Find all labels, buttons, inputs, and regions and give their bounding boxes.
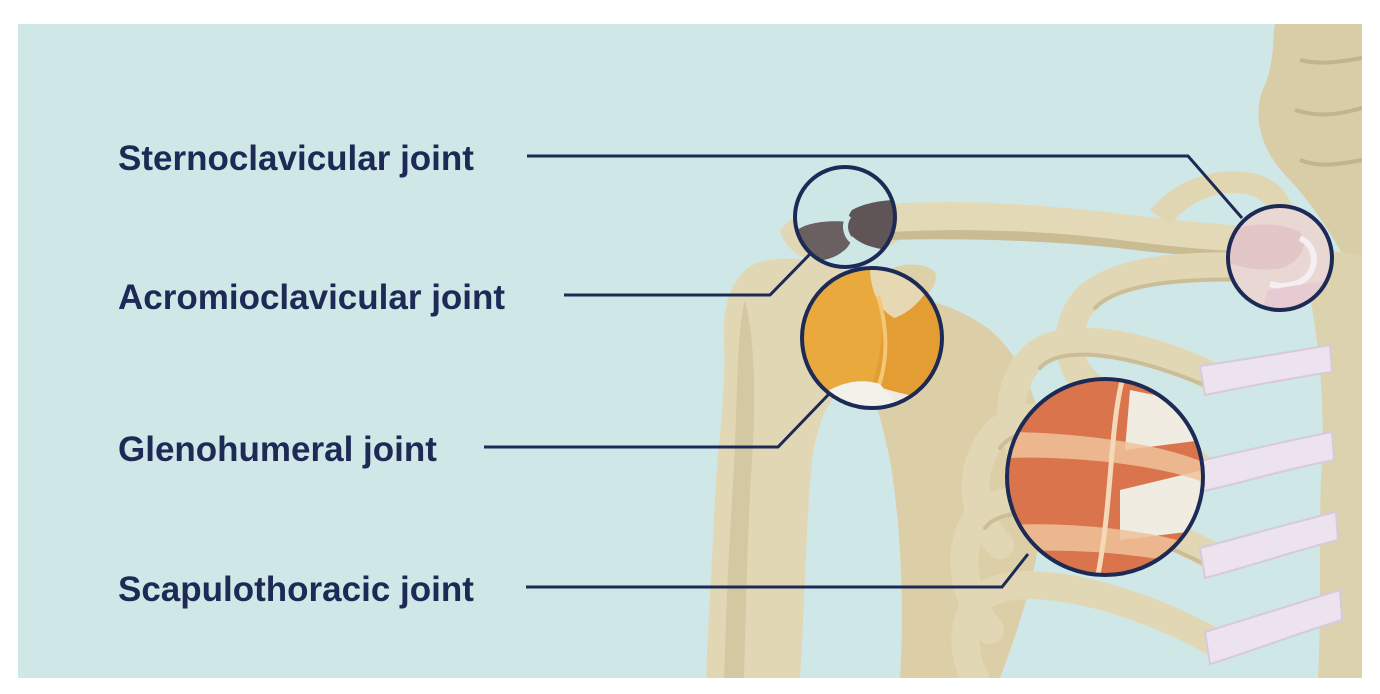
ac-joint-gap [843,214,860,247]
rib-6 [951,571,1224,678]
humeral-head [802,268,887,408]
scapulothoracic-ring [1005,377,1205,577]
costal-cartilages [1193,343,1344,666]
glenoid-labrum [876,295,888,389]
glenohumeral-ring [800,266,944,410]
callout-lines [484,154,1244,589]
vertebra-line [1299,56,1362,65]
intercostal-gap [1120,470,1203,540]
humerus-shadow [724,300,755,678]
clavicle-end [847,200,895,250]
scapulothoracic-joint-highlight [1005,377,1205,577]
clavicle [880,202,1272,255]
scapulothoracic-leader [526,553,1030,589]
glenohumeral-joint-highlight [800,266,944,410]
cervical-spine [1258,24,1362,290]
costal-cartilage [1193,430,1336,494]
costal-cartilage [1203,588,1344,666]
acromioclavicular-label: Acromioclavicular joint [118,278,505,317]
clavicle-medial-end [1228,224,1304,270]
sternum [1300,250,1362,678]
costal-cartilage [1198,343,1334,397]
glenohumeral-leader [484,392,831,449]
articular-disc [1269,235,1317,289]
vertebra-line [1299,158,1362,167]
sternoclavicular-leader [527,154,1244,219]
glenohumeral-label: Glenohumeral joint [118,430,437,469]
rib-shade-line [1038,352,1217,392]
sternoclavicular-joint-highlight [1226,204,1334,312]
acromioclavicular-leader [564,250,814,297]
rib-in-st [1007,524,1203,570]
acromioclavicular-ring [793,165,897,269]
rib-in-st [1007,432,1203,482]
rib-1 [1150,171,1297,250]
clavicle-shadow [890,230,1268,258]
scapula-border [1095,380,1125,575]
vertebra-line [1294,106,1362,117]
sternoclavicular-label: Sternoclavicular joint [118,139,474,178]
acromioclavicular-joint-highlight [793,165,897,269]
scapulothoracic-label: Scapulothoracic joint [118,570,474,609]
costal-cartilage [1198,510,1340,580]
sternoclavicular-ring [1226,204,1334,312]
